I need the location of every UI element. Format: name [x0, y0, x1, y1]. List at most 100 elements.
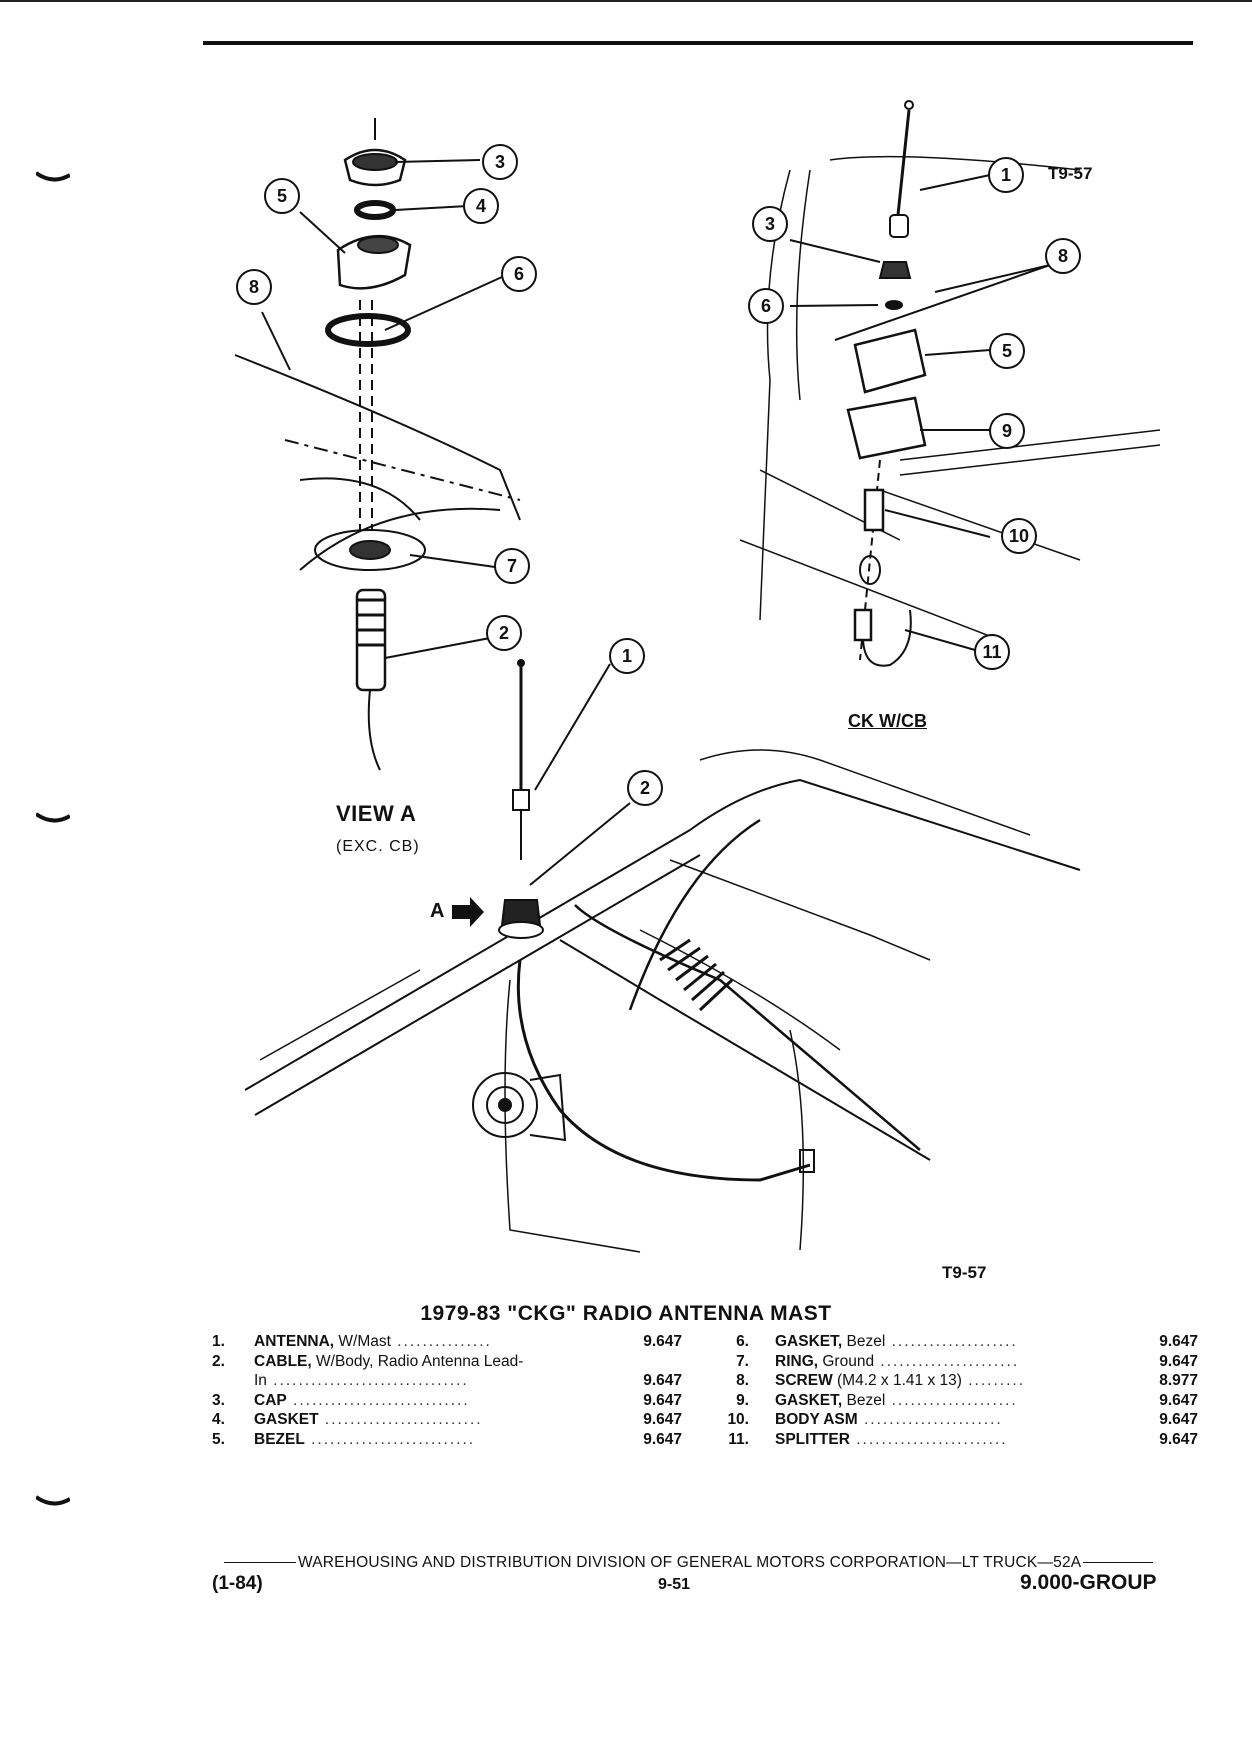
part-number: 5.: [212, 1430, 225, 1448]
group-number: 9.647: [643, 1333, 682, 1350]
part-name: RING,: [775, 1352, 819, 1370]
svg-text:1: 1: [1001, 165, 1011, 185]
view-a-fender-section: [234, 354, 521, 571]
part-name: ANTENNA,: [254, 1333, 335, 1350]
part-description: Bezel: [842, 1391, 886, 1409]
part-number: 3.: [212, 1391, 225, 1409]
view-a-title: VIEW A: [336, 801, 417, 826]
view-a-arrow-icon: [452, 897, 484, 927]
svg-text:5: 5: [1002, 341, 1012, 361]
leader-dots: ..........................: [304, 1430, 476, 1448]
part-name: SCREW: [775, 1372, 833, 1389]
parts-row: 9. GASKET, Bezel .................... 9.64…: [723, 1391, 1198, 1411]
ck-cb-detail: [739, 100, 1161, 667]
part-number: 8.: [736, 1372, 749, 1389]
part-number: 7.: [736, 1352, 749, 1370]
view-a-subtitle: (EXC. CB): [336, 838, 420, 855]
part-name: GASKET,: [775, 1333, 843, 1350]
callout-circles: [236, 144, 1081, 806]
group-number: 9.647: [1159, 1430, 1198, 1448]
header-rule: [203, 41, 1193, 45]
footer-publisher-line: WAREHOUSING AND DISTRIBUTION DIVISION OF…: [222, 1554, 1155, 1572]
svg-text:6: 6: [514, 264, 524, 284]
part-number: 11.: [728, 1430, 749, 1448]
parts-row: 1.ANTENNA, W/Mast ...............9.647: [212, 1332, 682, 1352]
leader-dots: ............................: [286, 1391, 470, 1409]
group-number: 9.647: [643, 1430, 682, 1448]
part-number: 2.: [212, 1352, 225, 1370]
antenna-cable: [516, 959, 811, 1182]
svg-text:2: 2: [499, 623, 509, 643]
footer-publisher: WAREHOUSING AND DISTRIBUTION DIVISION OF…: [298, 1554, 1082, 1571]
svg-text:8: 8: [249, 277, 259, 297]
svg-text:8: 8: [1058, 246, 1068, 266]
part-name: CABLE,: [254, 1352, 312, 1370]
svg-text:3: 3: [495, 152, 505, 172]
view-a-arrow-label: A: [430, 900, 445, 922]
part-description: (M4.2 x 1.41 x 13): [832, 1372, 962, 1389]
part-name: BEZEL: [254, 1430, 305, 1448]
parts-table-title: 1979-83 "CKG" RADIO ANTENNA MAST: [420, 1302, 832, 1325]
parts-row: 7. RING, Ground ...................... 9.6…: [723, 1352, 1198, 1372]
footer-rule-left: [224, 1562, 296, 1564]
parts-row: 3. CAP ............................ 9.647: [212, 1391, 682, 1411]
group-number: 9.647: [1159, 1411, 1198, 1428]
antenna-mast-main: [498, 659, 544, 939]
svg-text:6: 6: [761, 296, 771, 316]
svg-text:11: 11: [982, 642, 1001, 662]
binder-hole-mark: [34, 811, 72, 823]
group-number: 9.647: [1159, 1391, 1198, 1409]
binder-hole-mark: [34, 1494, 72, 1506]
part-number: 4.: [212, 1411, 225, 1428]
cable-clip: [799, 1149, 815, 1173]
parts-row: 6. GASKET, Bezel .................... 9.64…: [723, 1332, 1198, 1352]
leader-dots: ....................: [885, 1391, 1018, 1409]
blower-motor: [472, 1072, 567, 1142]
group-number: 9.647: [1159, 1333, 1198, 1350]
svg-text:5: 5: [277, 186, 287, 206]
parts-row: 4. GASKET ......................... 9.647: [212, 1410, 682, 1430]
part-number: 9.: [736, 1391, 749, 1409]
svg-text:4: 4: [476, 196, 486, 216]
parts-row: 8. SCREW (M4.2 x 1.41 x 13) ......... 8.97…: [723, 1371, 1198, 1391]
binder-hole-mark: [34, 170, 72, 182]
leader-dots: .........: [961, 1372, 1026, 1389]
group-number: 9.647: [1159, 1352, 1198, 1370]
part-number: 6.: [736, 1333, 749, 1350]
callout-leader-lines: [261, 159, 1051, 886]
svg-text:9: 9: [1002, 421, 1012, 441]
svg-text:7: 7: [507, 556, 517, 576]
svg-text:3: 3: [765, 214, 775, 234]
footer-page-number: 9-51: [658, 1576, 691, 1593]
leader-dots: .........................: [318, 1411, 483, 1428]
part-name: CAP: [254, 1391, 287, 1409]
figure-reference-bottom: T9-57: [942, 1263, 987, 1282]
svg-text:10: 10: [1009, 526, 1029, 546]
part-description: W/Body, Radio Antenna Lead-: [311, 1352, 524, 1370]
part-name: GASKET: [254, 1411, 319, 1428]
leader-dots: ......................: [857, 1411, 1003, 1428]
parts-row: 5. BEZEL .......................... 9.647: [212, 1430, 682, 1450]
part-description: In: [254, 1372, 267, 1389]
group-number: 9.647: [643, 1411, 682, 1428]
part-description: Ground: [818, 1352, 875, 1370]
group-number: 8.977: [1159, 1372, 1198, 1389]
leader-dots: ...............................: [266, 1372, 469, 1389]
group-number: 9.647: [643, 1372, 682, 1389]
part-name: GASKET,: [775, 1391, 843, 1409]
leader-dots: ......................: [874, 1352, 1020, 1370]
part-name: BODY ASM: [775, 1411, 858, 1428]
part-description: W/Mast: [334, 1333, 391, 1350]
part-description: Bezel: [842, 1333, 886, 1350]
leader-dots: ....................: [885, 1333, 1018, 1350]
figure-reference-top: T9-57: [1048, 164, 1093, 183]
footer-rule-right: [1083, 1562, 1154, 1564]
parts-row: 11.SPLITTER ........................9.64…: [723, 1430, 1198, 1450]
leader-dots: ........................: [849, 1430, 1008, 1448]
parts-row: In ............................... 9.647: [212, 1371, 682, 1391]
parts-list-right: 6. GASKET, Bezel .................... 9.64…: [723, 1332, 1198, 1449]
leader-dots: ...............: [390, 1333, 492, 1350]
svg-text:2: 2: [640, 778, 650, 798]
group-number: 9.647: [643, 1391, 682, 1409]
